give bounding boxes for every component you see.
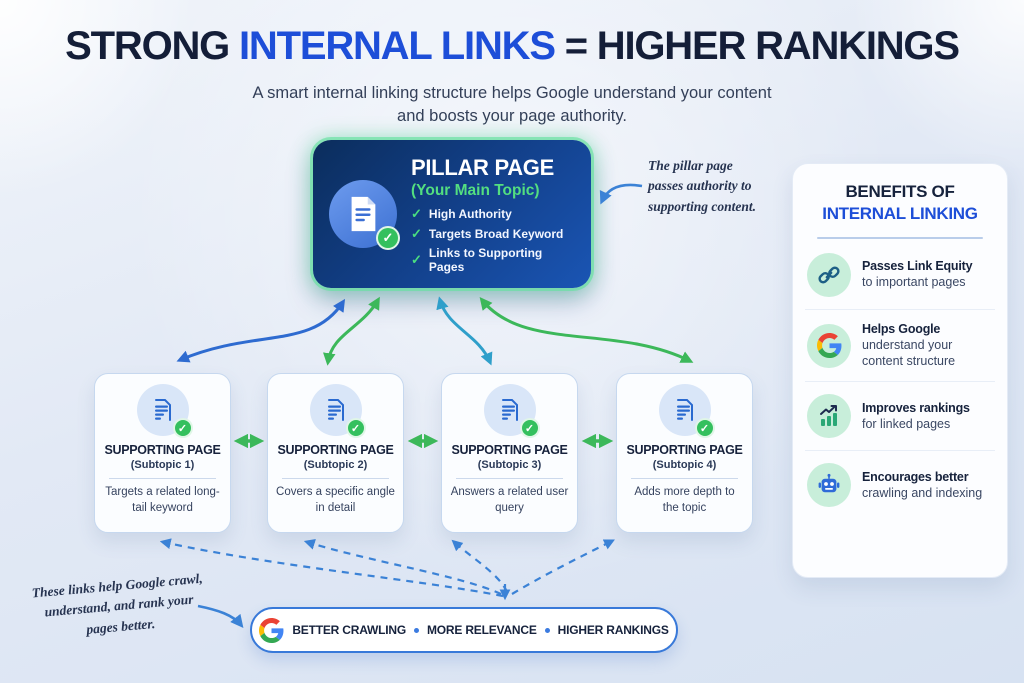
subtitle-line-2: and boosts your page authority.: [397, 107, 627, 126]
benefits-title-line-1: BENEFITS OF: [845, 182, 955, 201]
supporting-description: Covers a specific angle in detail: [276, 486, 395, 514]
footer-label-relevance: MORE RELEVANCE: [427, 623, 537, 637]
pillar-bullet: ✓ High Authority: [411, 206, 577, 222]
page-title: STRONG INTERNAL LINKS = HIGHER RANKINGS: [0, 24, 1024, 69]
supporting-page-card-1[interactable]: ✓ SUPPORTING PAGE (Subtopic 1) Targets a…: [94, 373, 231, 533]
benefit-rest: understand your content structure: [862, 337, 956, 369]
title-highlight: INTERNAL LINKS: [239, 24, 556, 68]
dashed-arrow-bar-to-card4: [511, 539, 615, 595]
title-strong: STRONG: [65, 24, 239, 68]
google-icon: [259, 617, 284, 643]
article-icon: ✓: [483, 384, 540, 438]
pillar-bullet-label: Targets Broad Keyword: [428, 226, 564, 241]
subtitle-line-1: A smart internal linking structure helps…: [252, 84, 772, 102]
article-icon: ✓: [136, 384, 193, 438]
page-subtitle: A smart internal linking structure helps…: [0, 82, 1024, 128]
divider: [109, 478, 216, 479]
benefits-title: BENEFITS OF INTERNAL LINKING: [805, 181, 995, 226]
supporting-subtopic: (Subtopic 3): [477, 459, 542, 471]
pillar-bullet: ✓ Links to Supporting Pages: [411, 246, 577, 274]
check-badge-icon: ✓: [694, 418, 715, 438]
link-icon: [807, 252, 851, 297]
benefit-bold: Improves rankings: [862, 400, 970, 415]
pillar-subtitle: (Your Main Topic): [411, 181, 540, 199]
supporting-description: Targets a related long-tail keyword: [105, 486, 220, 514]
benefit-bold: Helps Google: [862, 321, 941, 336]
benefit-text: Improves rankings for linked pages: [862, 401, 970, 432]
benefit-item[interactable]: Passes Link Equity to important pages: [805, 241, 995, 310]
robot-icon: [807, 463, 851, 508]
supporting-page-card-3[interactable]: ✓ SUPPORTING PAGE (Subtopic 3) Answers a…: [441, 373, 578, 533]
benefit-bold: Passes Link Equity: [862, 259, 973, 274]
bullet-dot-icon: [414, 627, 419, 633]
supporting-subtopic: (Subtopic 1): [130, 459, 195, 471]
arrow-pillar-to-card3: [436, 296, 493, 366]
benefit-bold: Encourages better: [862, 469, 969, 484]
article-icon: ✓: [658, 384, 715, 438]
divider: [282, 478, 389, 479]
pillar-title: PILLAR PAGE: [411, 154, 554, 180]
benefit-item[interactable]: Encourages better crawling and indexing: [805, 451, 995, 519]
pillar-text-block: PILLAR PAGE (Your Main Topic) ✓ High Auth…: [411, 155, 577, 274]
pillar-bullet: ✓ Targets Broad Keyword: [411, 226, 577, 242]
footer-label-crawling: BETTER CRAWLING: [292, 623, 406, 637]
pillar-annotation: The pillar page passes authority to supp…: [648, 158, 757, 214]
supporting-title: SUPPORTING PAGE: [626, 443, 743, 457]
supporting-page-card-4[interactable]: ✓ SUPPORTING PAGE (Subtopic 4) Adds more…: [616, 373, 753, 533]
supporting-description: Answers a related user query: [450, 486, 569, 514]
benefit-rest: to important pages: [862, 275, 966, 290]
supporting-page-card-2[interactable]: ✓ SUPPORTING PAGE (Subtopic 2) Covers a …: [267, 373, 404, 533]
divider: [817, 236, 983, 239]
title-rest: = HIGHER RANKINGS: [554, 24, 960, 68]
chart-icon: [807, 394, 851, 439]
benefits-title-line-2: INTERNAL LINKING: [822, 204, 978, 224]
benefit-rest: for linked pages: [862, 416, 951, 431]
bottom-annotation: These links help Google crawl, understan…: [31, 570, 204, 637]
arrow-pillar-to-card2: [323, 296, 380, 366]
google-icon: [807, 323, 851, 368]
benefit-item[interactable]: Improves rankings for linked pages: [805, 382, 995, 452]
benefit-text: Encourages better crawling and indexing: [862, 470, 982, 501]
supporting-title: SUPPORTING PAGE: [277, 443, 394, 457]
supporting-title: SUPPORTING PAGE: [104, 443, 221, 457]
benefits-panel: BENEFITS OF INTERNAL LINKING Passes Link…: [792, 163, 1008, 578]
benefit-rest: crawling and indexing: [862, 485, 983, 500]
check-icon: ✓: [411, 225, 422, 241]
dashed-arrow-bar-to-card1: [159, 538, 504, 598]
arrow-note-to-pillar: [599, 183, 643, 205]
check-badge-icon: ✓: [172, 418, 193, 438]
supporting-title: SUPPORTING PAGE: [451, 443, 568, 457]
dashed-arrow-bar-to-card2: [303, 539, 502, 595]
bullet-dot-icon: [544, 627, 550, 633]
check-icon: ✓: [411, 251, 422, 267]
pillar-page-card[interactable]: ✓ PILLAR PAGE (Your Main Topic) ✓ High Au…: [313, 140, 591, 288]
supporting-description: Adds more depth to the topic: [634, 486, 735, 514]
divider: [456, 478, 563, 479]
arrow-pillar-to-card4: [479, 297, 694, 363]
benefit-item[interactable]: Helps Google understand your content str…: [805, 310, 995, 383]
supporting-subtopic: (Subtopic 4): [652, 459, 717, 471]
google-results-bar[interactable]: BETTER CRAWLING MORE RELEVANCE HIGHER RA…: [250, 607, 678, 653]
supporting-subtopic: (Subtopic 2): [303, 459, 368, 471]
pillar-bullet-label: Links to Supporting Pages: [428, 245, 543, 274]
document-icon: ✓: [329, 180, 400, 250]
benefit-text: Passes Link Equity to important pages: [862, 259, 973, 290]
footer-label-rankings: HIGHER RANKINGS: [557, 623, 669, 637]
check-badge-icon: ✓: [519, 418, 540, 438]
check-badge-icon: ✓: [345, 418, 366, 438]
arrow-pillar-to-card1: [176, 298, 346, 363]
article-icon: ✓: [309, 384, 366, 438]
pillar-bullet-label: High Authority: [428, 206, 512, 221]
divider: [631, 478, 738, 479]
benefit-text: Helps Google understand your content str…: [862, 322, 993, 370]
dashed-arrow-bar-to-card3: [451, 539, 509, 593]
check-icon: ✓: [411, 205, 422, 221]
check-badge-icon: ✓: [376, 226, 400, 250]
